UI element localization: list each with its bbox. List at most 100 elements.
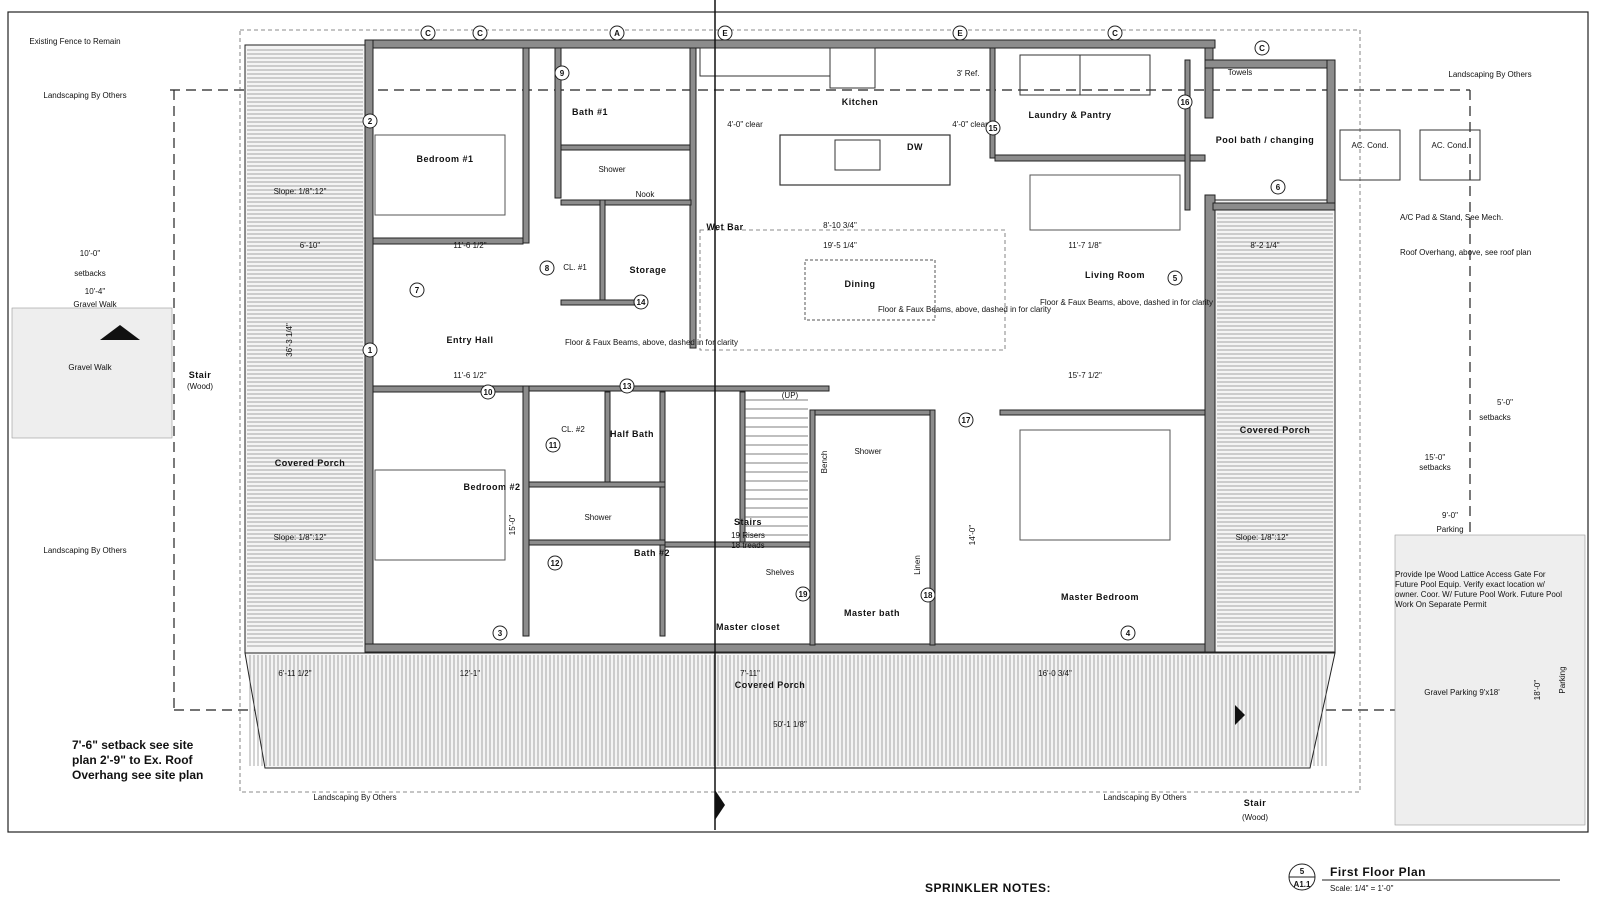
title-block-title: First Floor Plan xyxy=(1330,865,1426,879)
grid-bubble-label: 15 xyxy=(989,124,998,133)
grid-bubble xyxy=(1107,25,1123,41)
grid-bubble xyxy=(362,342,378,358)
grid-bubble xyxy=(1270,179,1286,195)
room-master-closet: Master closet xyxy=(716,622,780,632)
porch-left xyxy=(244,44,366,654)
note-landscape-2: Landscaping By Others xyxy=(43,546,126,555)
note-gravel-walk: Gravel Walk xyxy=(68,363,112,372)
grid-bubble xyxy=(547,555,563,571)
note-landscape-1: Landscaping By Others xyxy=(43,91,126,100)
title-block-sheet: A1.1 xyxy=(1294,880,1311,889)
room-covered-porch-left: Covered Porch xyxy=(275,458,346,468)
note-setback: 7'-6" setback see site plan 2'-9" to Ex.… xyxy=(72,738,204,782)
dim-14-0: 14'-0" xyxy=(968,525,977,546)
porch-right xyxy=(1214,199,1336,653)
grid-bubble xyxy=(633,294,649,310)
note-slope-3: Slope: 1/8":12" xyxy=(1236,533,1289,542)
note-gate: Provide Ipe Wood Lattice Access Gate For… xyxy=(1395,570,1563,609)
room-master-bedroom: Master Bedroom xyxy=(1061,592,1139,602)
grid-bubble-label: 17 xyxy=(962,416,971,425)
ac-pads xyxy=(1339,129,1481,181)
room-stairs-treads: 18 treads xyxy=(731,541,764,550)
room-half-bath: Half Bath xyxy=(610,429,654,439)
grid-bubble-label: 12 xyxy=(551,559,560,568)
room-bath2: Bath #2 xyxy=(634,548,670,558)
grid-bubble xyxy=(958,412,974,428)
grid-bubble xyxy=(952,25,968,41)
room-dining: Dining xyxy=(845,279,876,289)
grid-bubble xyxy=(554,65,570,81)
roof-overhang-line xyxy=(239,29,1361,793)
grid-bubble xyxy=(420,25,436,41)
grid-bubble xyxy=(492,625,508,641)
grid-bubble-label: C xyxy=(1112,29,1118,38)
porch-bottom xyxy=(244,652,1336,769)
dim-5-0: 5'-0" xyxy=(1497,398,1513,407)
room-entry: Entry Hall xyxy=(446,335,493,345)
note-setback-box: 7'-6" setback see site plan 2'-9" to Ex.… xyxy=(72,738,204,782)
dim-11-6-a: 11'-6 1/2" xyxy=(453,241,486,250)
grid-bubble xyxy=(1254,40,1270,56)
grid-bubble xyxy=(480,384,496,400)
note-parking-1: Parking xyxy=(1436,525,1463,534)
note-slope-2: Slope: 1/8":12" xyxy=(274,533,327,542)
interior-walls xyxy=(372,47,1206,646)
grid-bubble-label: 2 xyxy=(368,117,373,126)
grid-bubble-label: 13 xyxy=(623,382,632,391)
dim-6-10: 6'-10" xyxy=(300,241,321,250)
label-ref: 3' Ref. xyxy=(957,69,980,78)
dim-11-6-b: 11'-6 1/2" xyxy=(453,371,486,380)
grid-bubble-label: 6 xyxy=(1276,183,1281,192)
dim-36-3: 36'-3 1/4" xyxy=(285,323,294,357)
title-block-scale: Scale: 1/4" = 1'-0" xyxy=(1330,884,1394,893)
grid-bubble-label: 3 xyxy=(498,629,503,638)
label-shelves: Shelves xyxy=(766,568,794,577)
grid-bubble-label: 16 xyxy=(1181,98,1190,107)
grid-bubble xyxy=(362,113,378,129)
dim-8-10: 8'-10 3/4" xyxy=(823,221,857,230)
grid-bubble xyxy=(1120,625,1136,641)
label-cl1: CL. #1 xyxy=(563,263,587,272)
note-ac-pad: A/C Pad & Stand, See Mech. xyxy=(1400,213,1503,222)
dim-16-0: 16'-0 3/4" xyxy=(1038,669,1072,678)
room-bath1: Bath #1 xyxy=(572,107,608,117)
dim-4-0-clear-1: 4'-0" clear xyxy=(727,120,763,129)
note-landscape-5: Landscaping By Others xyxy=(1448,70,1531,79)
room-kitchen: Kitchen xyxy=(842,97,879,107)
note-setbacks-1: setbacks xyxy=(74,269,106,278)
label-towels: Towels xyxy=(1228,68,1252,77)
room-covered-porch-bottom: Covered Porch xyxy=(735,680,806,690)
grid-bubble-label: C xyxy=(425,29,431,38)
note-setbacks-2: setbacks xyxy=(1479,413,1511,422)
label-shower-2: Shower xyxy=(584,513,611,522)
grid-bubble-label: 19 xyxy=(799,590,808,599)
room-laundry: Laundry & Pantry xyxy=(1028,110,1111,120)
dim-8-2: 8'-2 1/4" xyxy=(1250,241,1279,250)
grid-bubble xyxy=(472,25,488,41)
label-stair-bottom: Stair xyxy=(1244,798,1267,808)
beam-outline xyxy=(699,229,1006,351)
note-gravel-parking: Gravel Parking 9'x18' xyxy=(1424,688,1500,697)
dim-7-11: 7'-11" xyxy=(740,669,760,678)
title-block-number: 5 xyxy=(1300,867,1305,876)
note-parking-2: Parking xyxy=(1558,666,1567,693)
note-roof-overhang: Roof Overhang, above, see roof plan xyxy=(1400,248,1531,257)
note-sprinkler: SPRINKLER NOTES: xyxy=(925,881,1051,895)
dim-50-1: 50'-1 1/8" xyxy=(773,720,807,729)
note-fence: Existing Fence to Remain xyxy=(29,37,120,46)
note-beams-1: Floor & Faux Beams, above, dashed in for… xyxy=(565,338,738,347)
bed-master xyxy=(1019,429,1171,541)
note-slope-1: Slope: 1/8":12" xyxy=(274,187,327,196)
note-beams-3: Floor & Faux Beams, above, dashed in for… xyxy=(1040,298,1213,307)
room-covered-porch-right: Covered Porch xyxy=(1240,425,1311,435)
gravel-parking-hatch xyxy=(1394,534,1586,826)
grid-bubble-label: 11 xyxy=(549,441,558,450)
grid-bubble xyxy=(1177,94,1193,110)
label-stair-left-sub: (Wood) xyxy=(187,382,213,391)
note-landscape-4: Landscaping By Others xyxy=(1103,793,1186,802)
interior-stair-treads xyxy=(745,399,808,536)
dim-10-0: 10'-0" xyxy=(80,249,101,258)
label-linen: Linen xyxy=(913,555,922,575)
grid-bubble xyxy=(619,378,635,394)
dim-11-7: 11'-7 1/8" xyxy=(1068,241,1101,250)
